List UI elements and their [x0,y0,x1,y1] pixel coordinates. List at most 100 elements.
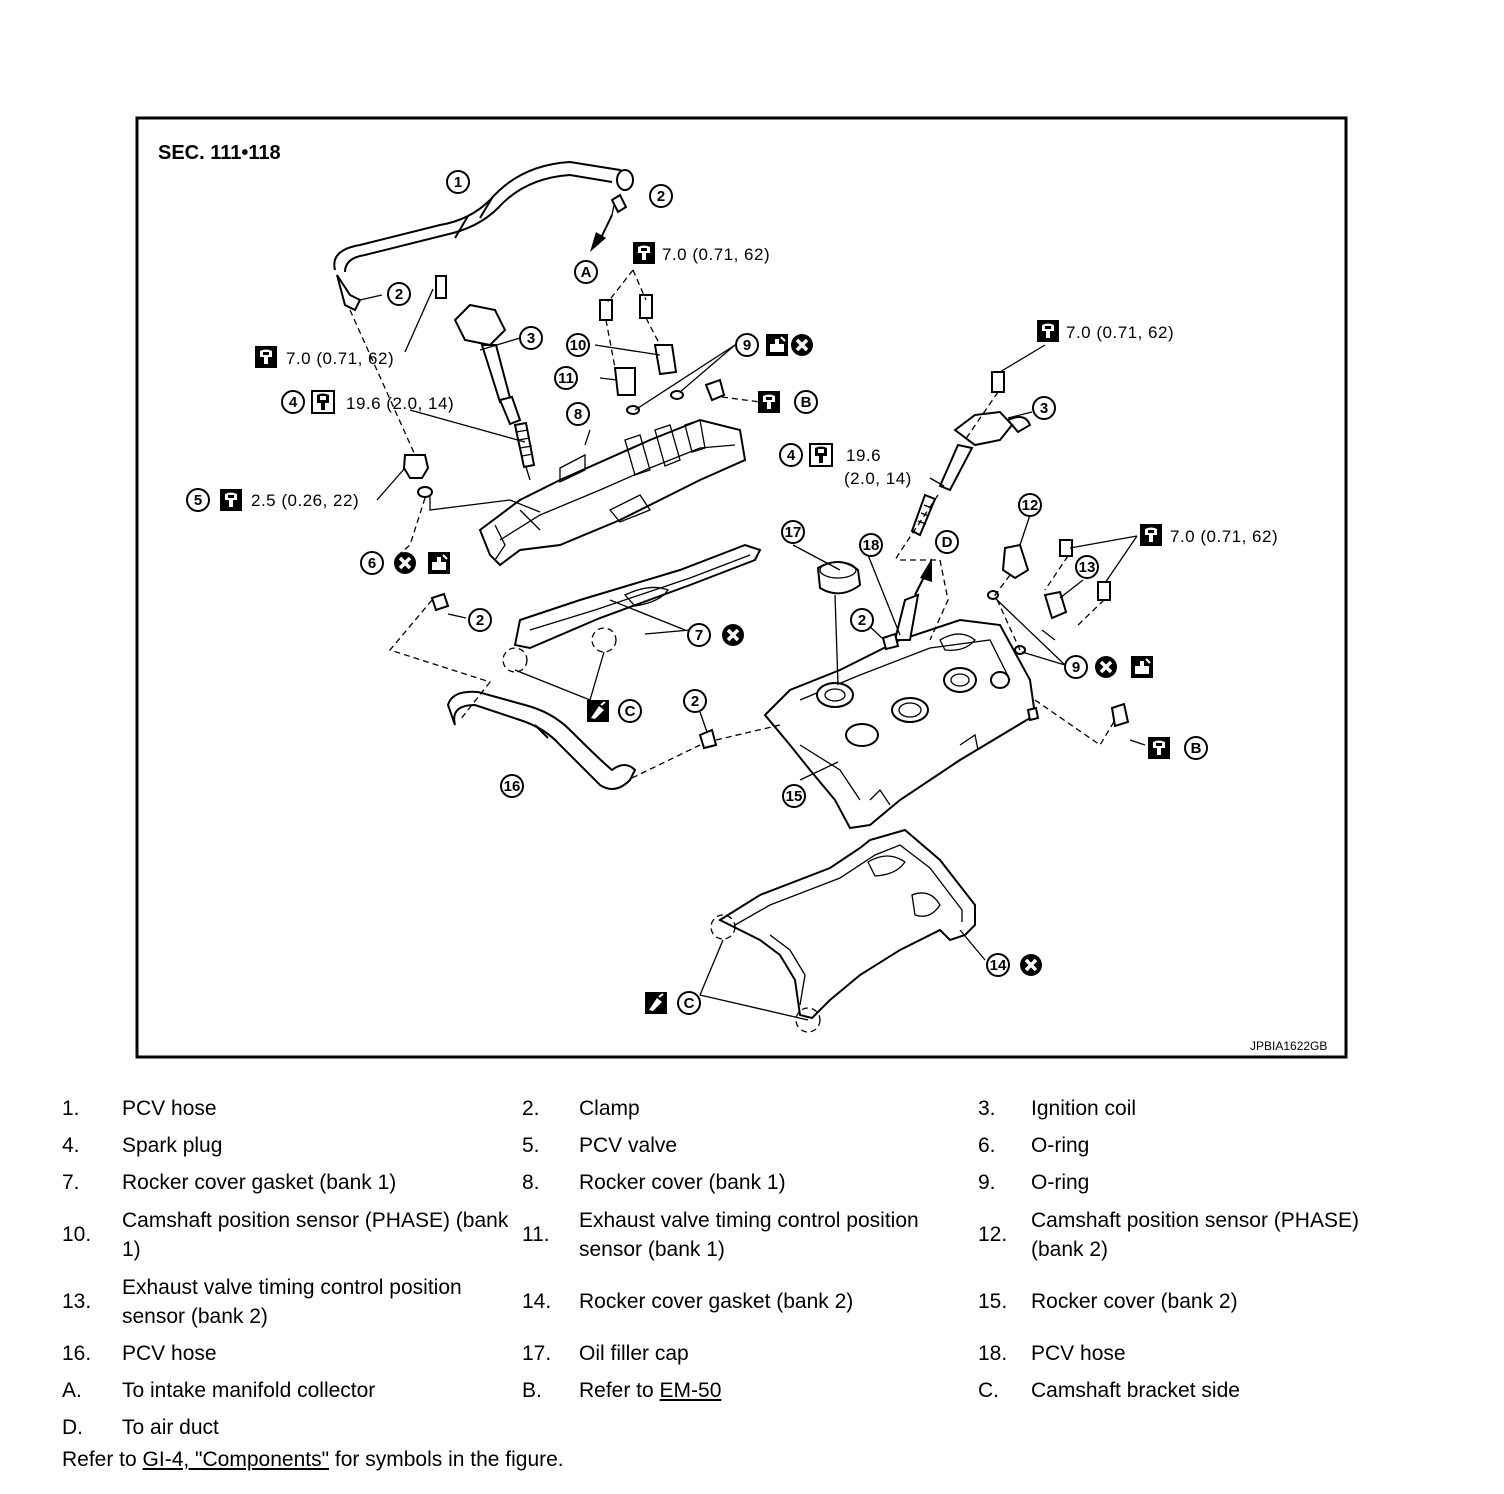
legend-number: 9. [978,1170,996,1194]
figure-code: JPBIA1622GB [1250,1039,1327,1053]
callout-3-bank2: 3 [1032,396,1056,420]
legend-text: Camshaft position sensor (PHASE) (bank 1… [122,1208,509,1261]
em-50-link[interactable]: EM-50 [659,1379,722,1402]
legend-item: D.To air duct [62,1413,522,1442]
legend-text: Exhaust valve timing control position se… [579,1208,919,1261]
callout-c-bank2: C [677,991,701,1015]
callout-10: 10 [566,333,590,357]
symbols-note: Refer to GI-4, "Components" for symbols … [62,1448,564,1472]
callout-2-top: 2 [649,184,673,208]
svg-text:C: C [625,703,636,720]
legend-number: B. [522,1378,542,1402]
callout-12: 12 [1018,493,1042,517]
svg-text:11: 11 [558,370,574,387]
svg-text:C: C [684,995,695,1012]
callout-7: 7 [687,623,711,647]
torque-wrench-icon [1148,737,1170,759]
legend-row: 13.Exhaust valve timing control position… [62,1268,1462,1335]
svg-text:7: 7 [695,627,703,644]
legend-number: D. [62,1415,83,1439]
callout-3-bank1: 3 [519,326,543,350]
legend-row: 10.Camshaft position sensor (PHASE) (ban… [62,1201,1462,1268]
legend-row: A.To intake manifold collector B.Refer t… [62,1372,1462,1409]
legend-number: C. [978,1378,999,1402]
legend-item: 14.Rocker cover gasket (bank 2) [522,1287,978,1316]
legend-item: 11.Exhaust valve timing control position… [522,1206,978,1264]
legend-number: A. [62,1378,82,1402]
legend-text: Rocker cover gasket (bank 2) [579,1290,854,1313]
torque-spec: 7.0 (0.71, 62) [286,349,394,368]
callout-d: D [935,530,959,554]
callout-14: 14 [986,953,1010,977]
svg-text:18: 18 [863,537,880,554]
torque-spec: 19.6 [846,446,881,465]
torque-spec: 19.6 (2.0, 14) [346,394,454,413]
spark-plug-socket-icon [311,390,335,414]
do-not-reuse-icon [392,550,418,576]
legend-row: D.To air duct [62,1409,1462,1446]
legend-item: B. Refer to EM-50 [522,1376,978,1405]
svg-text:2: 2 [657,188,665,205]
legend-text: PCV hose [122,1097,217,1120]
svg-text:14: 14 [990,957,1007,974]
legend-item: 8.Rocker cover (bank 1) [522,1168,978,1197]
callout-18: 18 [859,533,883,557]
callout-b-bank2: B [1184,736,1208,760]
legend-item: 17.Oil filler cap [522,1339,978,1368]
legend-item: 13.Exhaust valve timing control position… [62,1273,522,1331]
legend-text: Clamp [579,1097,640,1120]
callout-15: 15 [782,784,806,808]
do-not-reuse-icon [720,622,746,648]
svg-text:13: 13 [1079,559,1096,576]
callout-11: 11 [554,366,578,390]
legend-row: 7.Rocker cover gasket (bank 1) 8.Rocker … [62,1164,1462,1201]
callout-17: 17 [781,520,805,544]
sealant-icon [644,991,668,1015]
legend-number: 4. [62,1133,80,1157]
svg-text:12: 12 [1022,497,1039,514]
footer-suffix: for symbols in the figure. [329,1448,564,1471]
torque-spec: 7.0 (0.71, 62) [662,245,770,264]
legend-number: 3. [978,1096,996,1120]
callout-5: 5 [186,488,210,512]
do-not-reuse-icon [789,332,815,358]
svg-text:3: 3 [1040,400,1048,417]
torque-wrench-icon [255,346,277,368]
legend-item: C.Camshaft bracket side [978,1376,1448,1405]
lubricate-icon [765,333,789,357]
torque-wrench-icon [220,489,242,511]
callout-2-mid: 2 [850,608,874,632]
legend-number: 17. [522,1341,552,1365]
callout-13: 13 [1075,555,1099,579]
do-not-reuse-icon [1093,654,1119,680]
svg-text:9: 9 [743,337,751,354]
lubricate-icon [1130,655,1154,679]
gi-4-components-link[interactable]: GI-4, "Components" [142,1448,330,1471]
legend-text: PCV hose [122,1342,217,1365]
legend-item: 6.O-ring [978,1131,1448,1160]
svg-text:9: 9 [1072,659,1080,676]
svg-text:2: 2 [476,612,484,629]
legend-text: O-ring [1031,1134,1090,1157]
legend-item: 3.Ignition coil [978,1094,1448,1123]
callout-4-bank1: 4 [281,390,305,414]
svg-text:4: 4 [787,447,796,464]
callout-8: 8 [566,402,590,426]
legend-item: 5.PCV valve [522,1131,978,1160]
callout-2-lower: 2 [683,689,707,713]
legend-text: Refer to EM-50 [579,1376,969,1405]
legend-item: 7.Rocker cover gasket (bank 1) [62,1168,522,1197]
callout-b-bank1: B [794,390,818,414]
legend-text: Camshaft position sensor (PHASE) (bank 2… [1031,1208,1359,1261]
sealant-icon [586,699,610,723]
parts-legend: 1.PCV hose 2.Clamp 3.Ignition coil 4.Spa… [62,1090,1462,1446]
callout-c-bank1: C [618,699,642,723]
callout-6: 6 [360,551,384,575]
torque-spec: 7.0 (0.71, 62) [1170,527,1278,546]
legend-text: O-ring [1031,1171,1090,1194]
svg-text:D: D [942,534,953,551]
torque-wrench-icon [1140,524,1162,546]
torque-spec: (2.0, 14) [844,469,912,488]
legend-row: 1.PCV hose 2.Clamp 3.Ignition coil [62,1090,1462,1127]
callout-16: 16 [500,774,524,798]
